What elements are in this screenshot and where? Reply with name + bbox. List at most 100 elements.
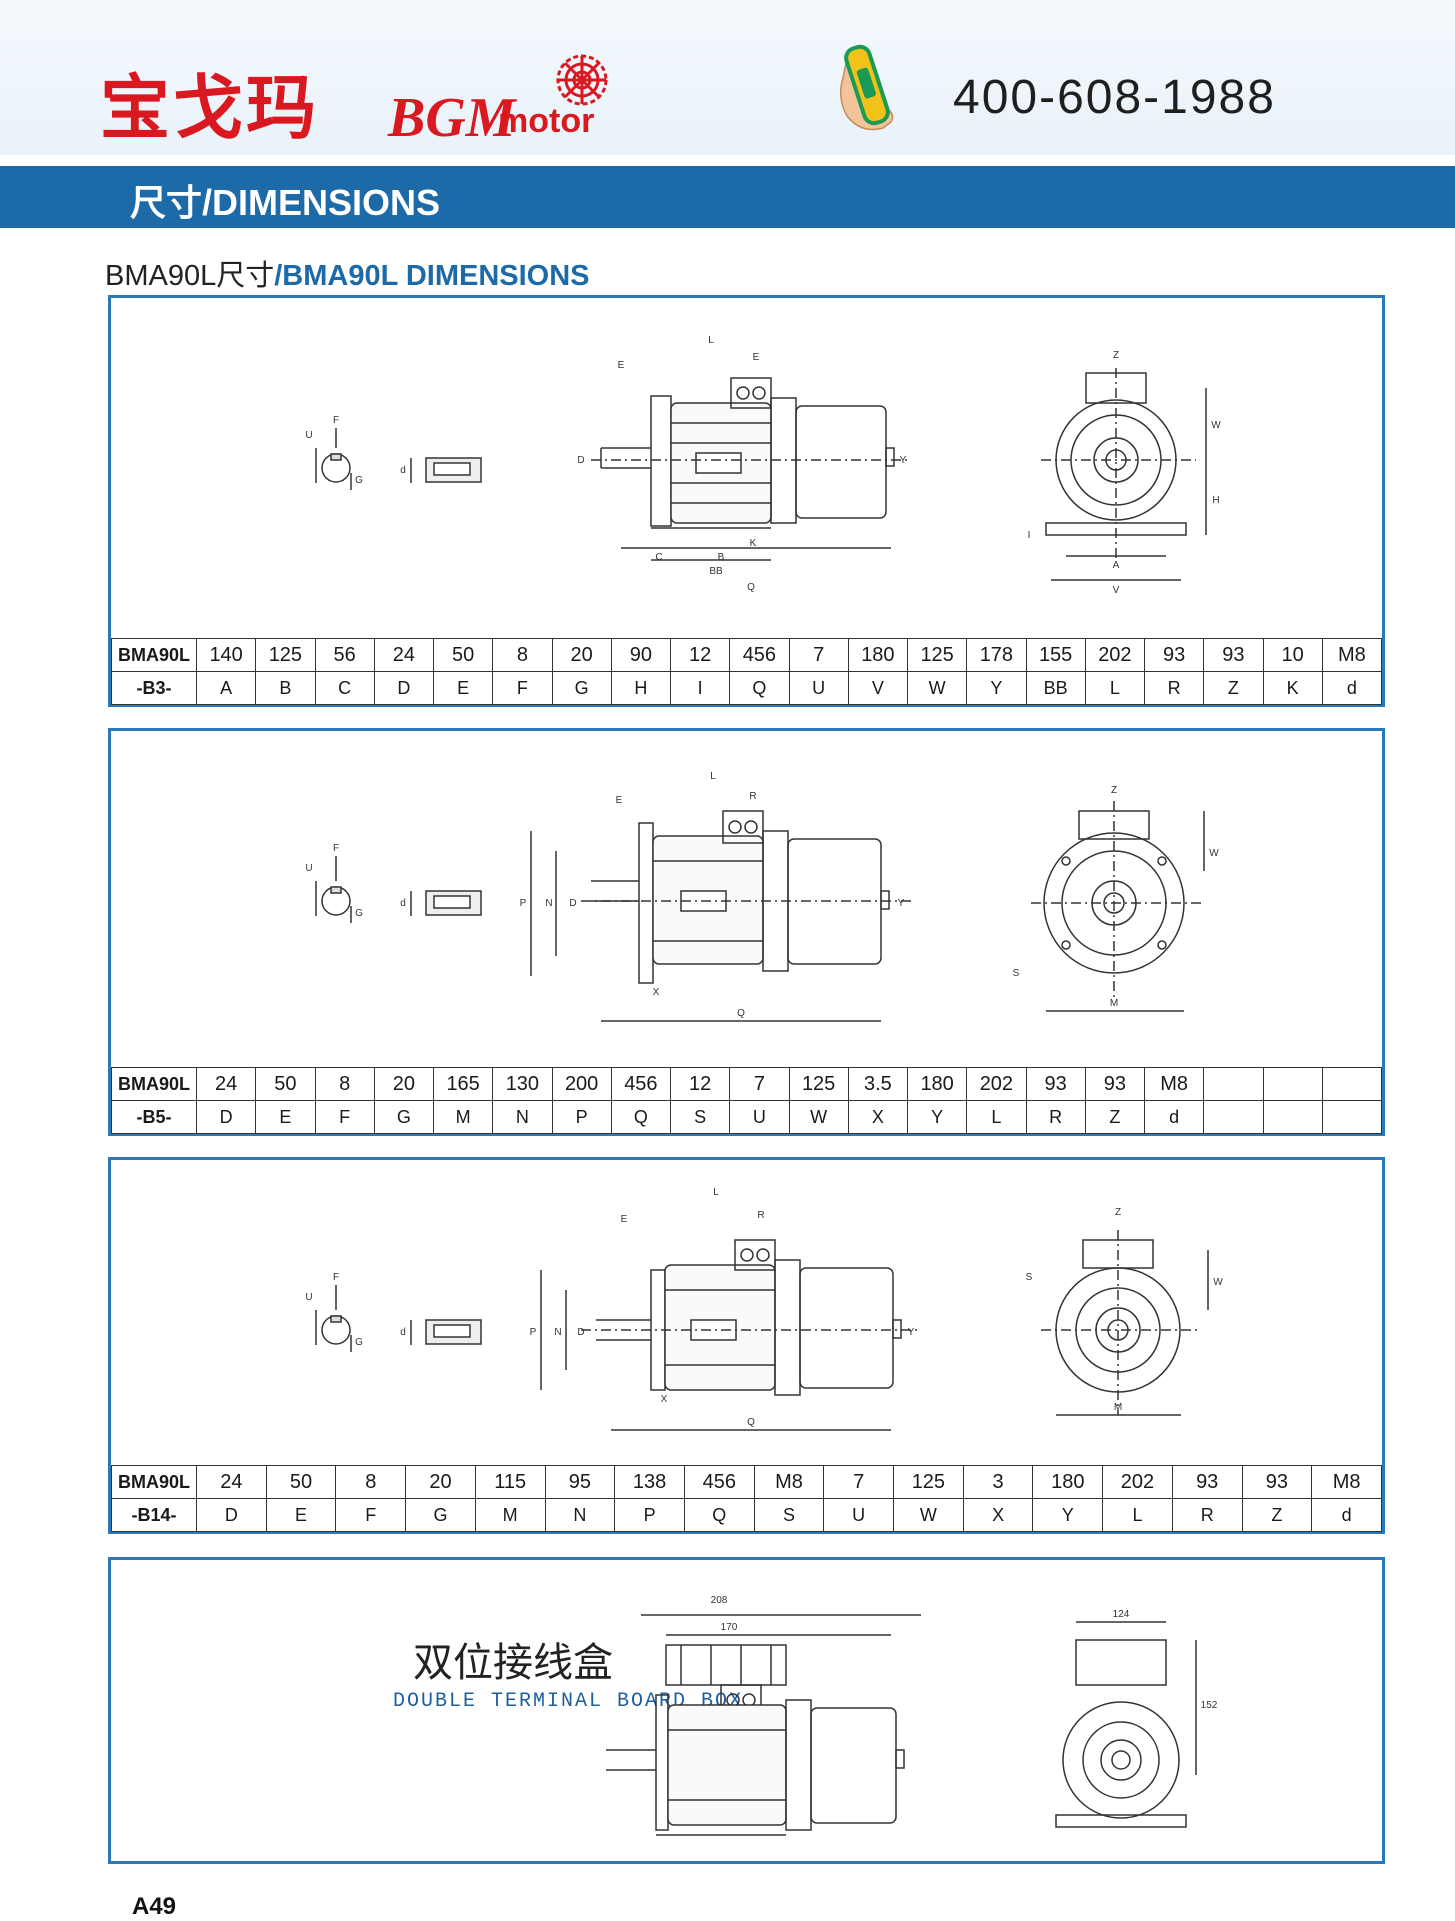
b5-letter-cell: G: [373, 1100, 435, 1134]
b14-letter-cell: E: [265, 1498, 337, 1532]
b14-letter-cell: P: [614, 1498, 685, 1532]
b5-value-cell: 202: [966, 1067, 1027, 1101]
page-number: A49: [132, 1893, 177, 1920]
b3-letter-cell: Y: [966, 671, 1027, 705]
b5-value-cell: 125: [788, 1067, 849, 1101]
b5-letter-cell: F: [314, 1100, 375, 1134]
b14-letter-cell: S: [753, 1498, 825, 1532]
b14-value-cell: 93: [1241, 1465, 1313, 1499]
b14-letter-cell: Z: [1241, 1498, 1313, 1532]
b14-drawing: L R E P N D Y X Q Z W S M U F G d: [305, 1187, 1223, 1431]
b5-model-cell: BMA90L: [111, 1067, 197, 1101]
b14-letter-cell: d: [1311, 1498, 1382, 1532]
b14-value-cell: 50: [265, 1465, 337, 1499]
shaft-section-drawing: [315, 856, 352, 923]
b5-value-cell: 130: [492, 1067, 553, 1101]
b5-letter-cell: L: [966, 1100, 1027, 1134]
shaft-section-drawing: [315, 1285, 352, 1352]
b14-label-z: Z: [1115, 1207, 1121, 1218]
b14-label-w: W: [1213, 1277, 1223, 1288]
b5-letter-cell: D: [195, 1100, 257, 1134]
subtitle-en: /BMA90L DIMENSIONS: [274, 260, 590, 292]
b14-label-f: F: [333, 1272, 339, 1283]
b3-label-e1: E: [618, 360, 625, 371]
b14-letter-cell: X: [962, 1498, 1034, 1532]
b3-label-d: D: [577, 455, 584, 466]
brand-name-motor: motor: [498, 102, 595, 140]
b5-value-cell: 3.5: [847, 1067, 909, 1101]
section-subtitle: BMA90L尺寸/BMA90L DIMENSIONS: [105, 252, 590, 294]
b5-letter-cell: [1321, 1100, 1383, 1134]
b5-value-cell: 200: [551, 1067, 612, 1101]
b14-letter-cell: W: [893, 1498, 964, 1532]
key-drawing: [410, 890, 482, 916]
b3-letter-cell: Z: [1203, 671, 1264, 705]
box-label-170: 170: [721, 1622, 738, 1633]
b3-letter-cell: B: [255, 671, 316, 705]
b5-label-s: S: [1013, 968, 1020, 979]
phone-handset-icon: [840, 44, 894, 131]
panel-b3: L E E D Y C B BB K Q Z W H A V I U F G d…: [108, 295, 1385, 707]
terminal-box-drawing: 208 170 124 152: [606, 1595, 1218, 1836]
b3-value-cell: 155: [1025, 638, 1086, 672]
b3-value-cell: M8: [1321, 638, 1383, 672]
b14-value-cell: 93: [1171, 1465, 1243, 1499]
b5-value-cell: 24: [195, 1067, 257, 1101]
b3-letter-cell: D: [373, 671, 435, 705]
b5-label-q: Q: [737, 1008, 745, 1019]
b14-label-d: D: [577, 1327, 584, 1338]
b14-value-cell: 125: [893, 1465, 964, 1499]
b5-value-cell: 180: [906, 1067, 968, 1101]
b5-label-d-key: d: [400, 898, 406, 909]
b3-value-cell: 12: [669, 638, 731, 672]
motor-front-drawing: [1031, 801, 1205, 1012]
b14-label-m: M: [1114, 1402, 1122, 1413]
b5-letter-cell: d: [1143, 1100, 1205, 1134]
b3-letter-cell: V: [847, 671, 909, 705]
b5-value-cell: 7: [729, 1067, 790, 1101]
b5-label-f: F: [333, 843, 339, 854]
gear-logo-icon: [556, 54, 608, 106]
banner-title: 尺寸/DIMENSIONS: [130, 182, 441, 223]
b14-value-cell: 138: [614, 1465, 685, 1499]
panel-b14: L R E P N D Y X Q Z W S M U F G d BMA90L…: [108, 1157, 1385, 1534]
b5-value-cell: 8: [314, 1067, 375, 1101]
b14-label-r: R: [757, 1210, 764, 1221]
b5-letter-cell: E: [255, 1100, 316, 1134]
b14-letter-cell: M: [474, 1498, 546, 1532]
b5-letter-cell: U: [729, 1100, 790, 1134]
b3-value-cell: 24: [373, 638, 435, 672]
b3-label-e2: E: [753, 352, 760, 363]
b3-value-cell: 125: [255, 638, 316, 672]
key-drawing: [410, 1319, 482, 1345]
b5-label-d: D: [569, 898, 576, 909]
b5-label-l: L: [710, 771, 716, 782]
b14-value-cell: 20: [405, 1465, 476, 1499]
b3-value-cell: 140: [195, 638, 257, 672]
b3-letter-cell: Q: [729, 671, 790, 705]
b3-label-v: V: [1113, 585, 1120, 596]
b5-letter-cell: Z: [1084, 1100, 1146, 1134]
motor-side-drawing: [606, 1614, 921, 1836]
b5-letter-cell: P: [551, 1100, 612, 1134]
b5-label-n: N: [545, 898, 552, 909]
panel-terminal-box: 双位接线盒 DOUBLE TERMINAL BOARD BOX: [108, 1557, 1385, 1864]
b3-value-cell: 456: [729, 638, 790, 672]
b14-label-u: U: [305, 1292, 312, 1303]
b3-letter-cell: F: [492, 671, 553, 705]
b14-letter-cell: F: [335, 1498, 407, 1532]
b3-label-bb: BB: [709, 566, 723, 577]
b5-value-cell: 50: [255, 1067, 316, 1101]
b3-label-l: L: [708, 335, 714, 346]
b3-value-cell: 202: [1084, 638, 1146, 672]
b3-letter-cell: I: [669, 671, 731, 705]
b5-letter-cell: Q: [610, 1100, 672, 1134]
b3-label-c: C: [655, 552, 662, 563]
b14-value-cell: 180: [1032, 1465, 1104, 1499]
b14-letter-cell: R: [1171, 1498, 1243, 1532]
b5-label-g: G: [355, 908, 363, 919]
b3-label-d-key: d: [400, 465, 406, 476]
b3-letter-cell: G: [551, 671, 612, 705]
